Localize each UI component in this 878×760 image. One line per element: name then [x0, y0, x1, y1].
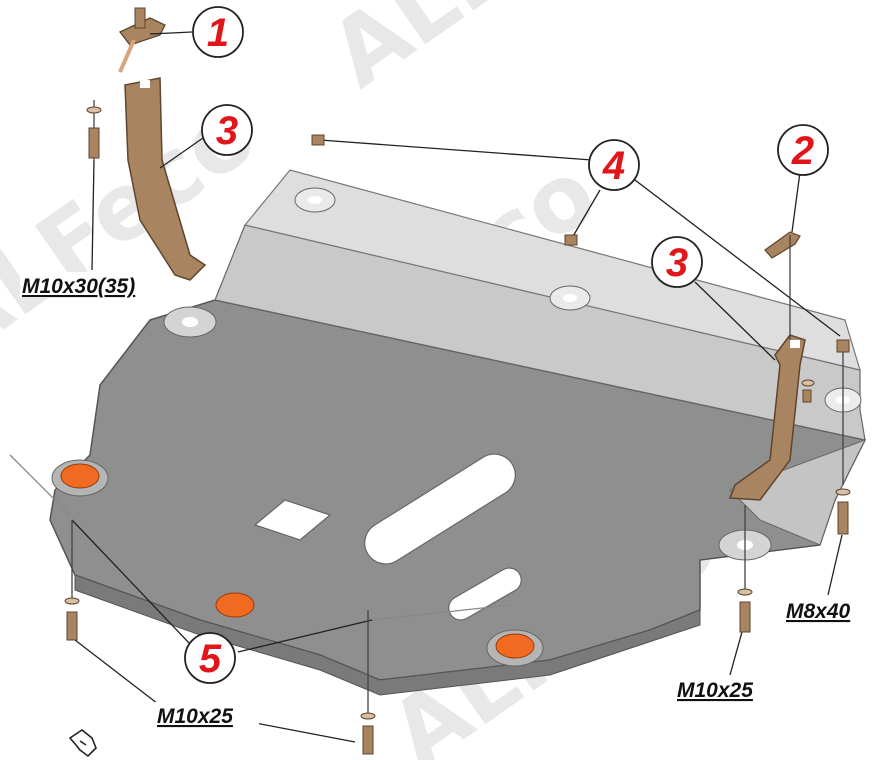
- bracket-top-stem: [134, 7, 146, 29]
- bolt-right-bottom: [739, 601, 751, 633]
- leader-m10x25-bottom-b: [249, 721, 356, 743]
- bolt-left-bottom: [66, 611, 78, 641]
- leader-5-left: [71, 519, 191, 645]
- leader-m10x25-right: [729, 631, 743, 676]
- leader-4-center: [571, 189, 601, 239]
- leader-m10x30: [91, 159, 95, 271]
- callouts: 1 2 3 3 4 5: [184, 6, 829, 684]
- fasteners: [64, 106, 851, 755]
- leader-4-right: [634, 179, 841, 337]
- nut-top-left: [311, 134, 325, 146]
- bracket-right-slot: [790, 340, 800, 348]
- pin-5-right: [371, 604, 511, 621]
- callout-2-number: 2: [791, 129, 814, 173]
- leader-1: [149, 31, 193, 35]
- pin-1: [118, 39, 136, 73]
- bracket-right: [728, 334, 806, 501]
- leader-3-left: [159, 137, 204, 169]
- washer-far-right: [835, 488, 851, 496]
- bolt-labels: M10x30(35) M8x40 M10x25 M10x25: [20, 272, 874, 728]
- leader-4-left: [319, 139, 593, 161]
- plug-right: [495, 633, 535, 659]
- label-bg-m10x30: [20, 272, 172, 298]
- plate-cutout-slot: [364, 453, 516, 565]
- label-m10x25-bottom: M10x25: [157, 705, 233, 728]
- leader-m10x25-bottom-a: [74, 639, 163, 708]
- bracket-outline-icon: [68, 729, 97, 758]
- bolt-far-right: [837, 501, 849, 535]
- callout-5-circle: [184, 632, 236, 684]
- callout-3-left-circle: [201, 104, 253, 156]
- bracket-left: [124, 77, 207, 281]
- leader-m8x40: [827, 534, 843, 596]
- nut-top-right: [836, 339, 850, 353]
- washer-left-top: [86, 106, 102, 114]
- label-bg-m8x40: [784, 597, 874, 623]
- washer-center-bottom: [360, 712, 376, 720]
- plate-cutout-square: [253, 499, 332, 541]
- callout-4-number: 4: [602, 144, 625, 188]
- leader-3-right: [694, 281, 776, 361]
- callout-4-circle: [588, 139, 640, 191]
- bracket-small: [764, 231, 801, 259]
- bolt-bracket-right: [802, 389, 812, 403]
- pin-5-left: [9, 454, 71, 516]
- bolt-left-top: [88, 127, 100, 159]
- hole-front-left-inner: [182, 317, 198, 327]
- label-bg-m10x25-bottom: [155, 702, 259, 728]
- callout-1-number: 1: [207, 11, 229, 55]
- callout-5-number: 5: [199, 637, 222, 681]
- washer-right-bottom: [737, 588, 753, 596]
- label-bg-m10x25-right: [675, 676, 779, 702]
- hole-top-left-inner: [308, 196, 322, 204]
- label-m10x25-right: M10x25: [677, 679, 753, 702]
- callout-3-left-number: 3: [216, 109, 238, 153]
- plate-cutout-small-slot: [448, 567, 522, 621]
- callout-3-right-circle: [651, 236, 703, 288]
- plug-center: [215, 592, 255, 618]
- bracket-left-slot: [140, 80, 150, 88]
- callout-1-circle: [192, 6, 244, 58]
- leader-5-right: [237, 619, 373, 653]
- plate-top-flange: [243, 169, 861, 371]
- watermark-top: ALFeco: [311, 0, 675, 108]
- bolt-center-bottom: [362, 725, 374, 755]
- nut-top-center: [564, 234, 578, 246]
- label-m8x40: M8x40: [786, 600, 851, 623]
- plate-upper-light: [214, 224, 866, 441]
- callout-3-right-number: 3: [666, 241, 688, 285]
- plug-left: [60, 463, 100, 489]
- washer-left-bottom: [64, 597, 80, 605]
- callout-2-circle: [777, 124, 829, 176]
- label-m10x30: M10x30(35): [22, 275, 135, 298]
- drain-plugs: [51, 459, 544, 667]
- leader-2: [791, 171, 801, 233]
- hole-top-center-inner: [563, 294, 577, 302]
- washer-bracket-right: [801, 379, 815, 387]
